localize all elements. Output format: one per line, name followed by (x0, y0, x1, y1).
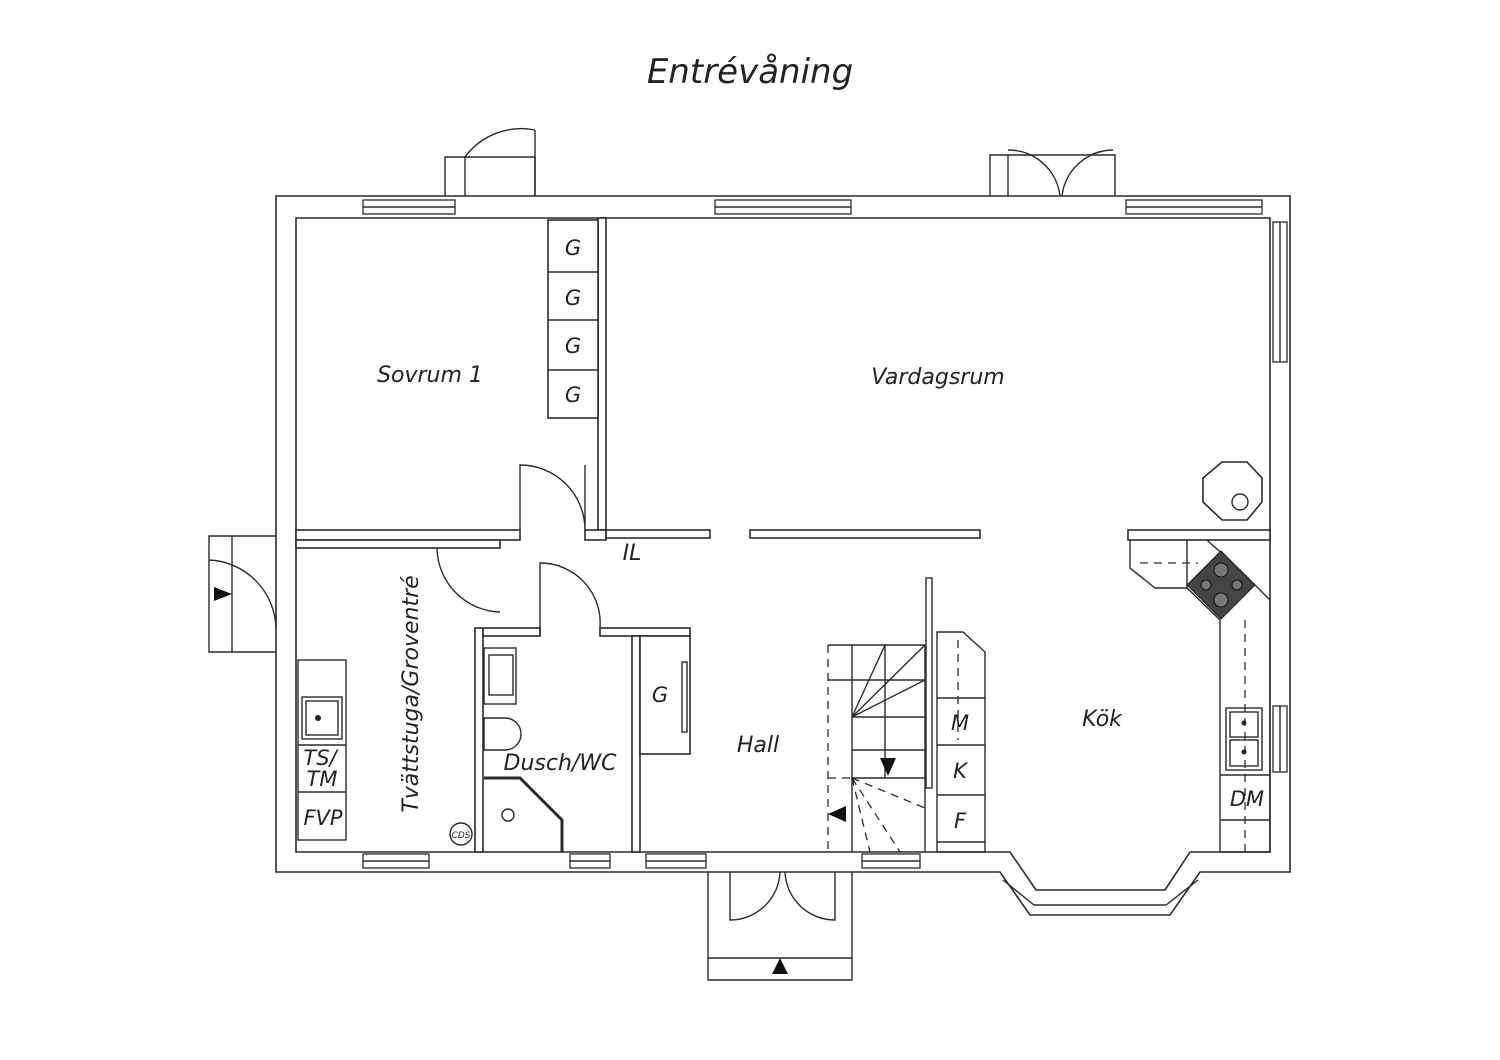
closet-label: G (565, 383, 581, 407)
exterior-walls (275, 195, 1291, 916)
dishwasher-label: DM (1230, 787, 1264, 811)
kitchen-fixtures: M K F DM (936, 539, 1271, 853)
appliance-label: K (953, 759, 969, 783)
entry-arrow-icon (772, 958, 788, 974)
bathroom-fixtures (483, 647, 564, 852)
entry-arrow-icon (214, 587, 232, 601)
room-label-sovrum: Sovrum 1 (377, 363, 483, 388)
staircase (827, 577, 933, 853)
stair-arrow-icon (828, 806, 846, 822)
closet-label: G (652, 683, 668, 707)
room-label-tvattstuga: Tvättstuga/Groventré (399, 575, 424, 812)
appliance-label: F (954, 809, 967, 833)
heat-pump-label: FVP (303, 806, 342, 830)
closet-label: G (565, 286, 581, 310)
room-label-vardagsrum: Vardagsrum (871, 365, 1004, 390)
closet-label: G (565, 334, 581, 358)
appliance-label: M (951, 711, 969, 735)
cds-label: CDS (452, 831, 471, 841)
floor-plan-title: Entrévåning (646, 52, 854, 92)
room-label-hall: Hall (737, 733, 779, 758)
interior-walls (295, 217, 1271, 853)
closet-label: G (565, 236, 581, 260)
room-label-kok: Kök (1082, 707, 1123, 732)
entrance-doors (208, 127, 1116, 981)
windows (362, 199, 1288, 906)
room-label-dusch: Dusch/WC (504, 751, 618, 776)
room-label-il: IL (623, 541, 642, 566)
washer-label: TS/ (303, 746, 338, 770)
dryer-label: TM (307, 767, 338, 791)
stair-down-arrow-icon (880, 758, 896, 776)
stove-icon (1186, 550, 1256, 620)
wardrobes: G G G G G (547, 219, 688, 733)
laundry-fixtures: TS/ TM FVP CDS (297, 659, 473, 846)
